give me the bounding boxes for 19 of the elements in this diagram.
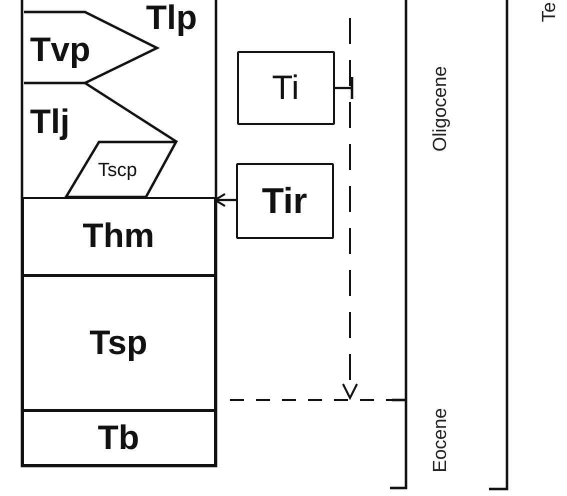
wedge-unit	[24, 83, 178, 143]
unit-code: Tlj	[30, 105, 70, 139]
unit-code: Tscp	[98, 161, 138, 180]
connector	[214, 193, 236, 207]
epoch-label: Eocene	[431, 408, 450, 472]
unit-code: Tlp	[146, 1, 197, 35]
unit-code: Ti	[272, 70, 300, 104]
intrusion-box	[237, 51, 335, 125]
epoch-label: Oligocene	[431, 66, 450, 152]
epoch-label: Te	[540, 2, 559, 22]
unit-code: Tir	[262, 182, 308, 218]
unit-code: Tb	[98, 420, 140, 454]
unit-code: Tvp	[30, 33, 90, 67]
unit-code: Thm	[82, 219, 154, 253]
rock-unit-box	[22, 275, 216, 411]
intrusion-box	[236, 163, 334, 239]
connector	[335, 76, 354, 100]
unit-code: Tsp	[90, 326, 148, 360]
rock-unit-box	[22, 410, 216, 466]
